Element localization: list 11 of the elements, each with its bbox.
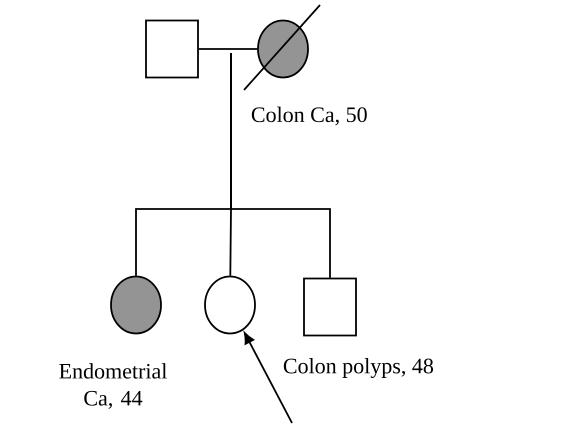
condition-label: Colon Ca, 50 bbox=[252, 106, 367, 126]
female-circle bbox=[110, 276, 162, 334]
pedigree-line bbox=[230, 53, 331, 278]
female-circle bbox=[204, 276, 256, 334]
proband-arrow bbox=[244, 332, 293, 424]
male-square bbox=[303, 278, 357, 336]
female-circle bbox=[243, 4, 321, 91]
pedigree-line bbox=[198, 48, 258, 50]
male-square bbox=[145, 20, 199, 78]
condition-label: Colon polyps, 48 bbox=[284, 358, 434, 378]
condition-label: Endometrial Ca, 44 bbox=[59, 363, 167, 409]
